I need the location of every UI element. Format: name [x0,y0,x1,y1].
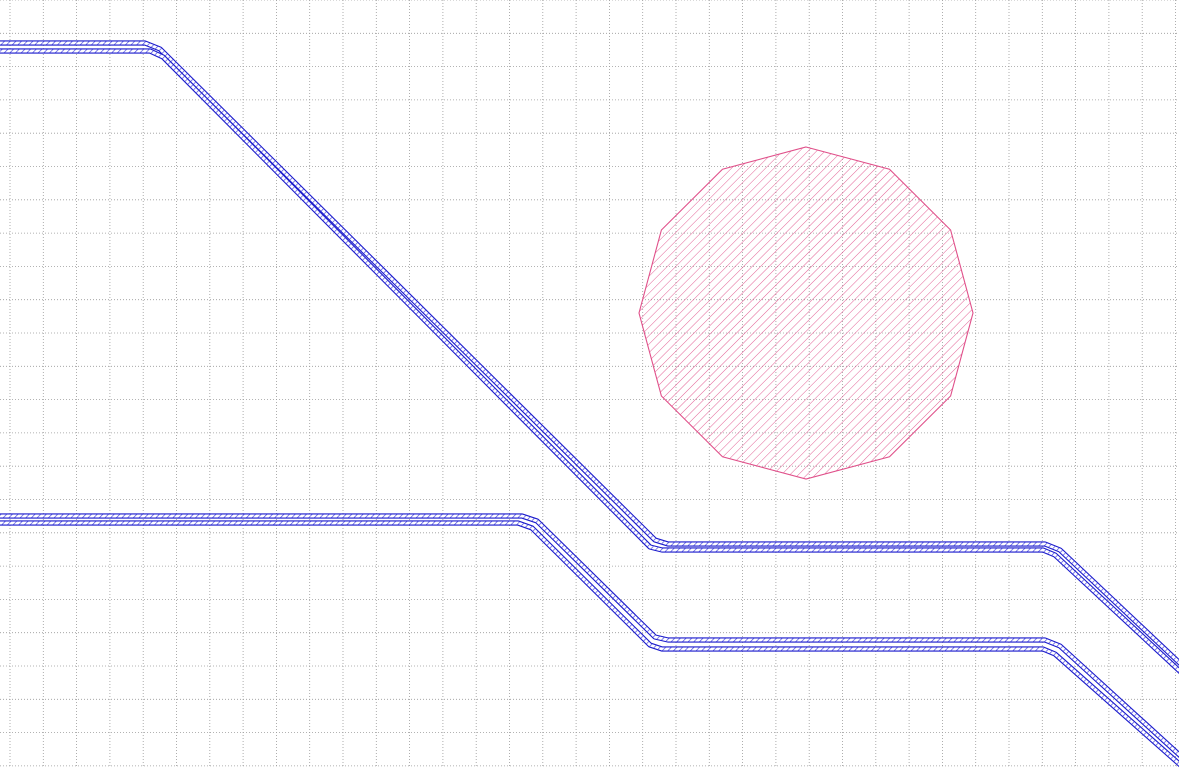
trace-1[interactable] [0,40,1179,676]
keepout-hatch-fill [639,147,973,479]
keepout-region[interactable] [638,146,974,480]
trace-conductor-hatch [0,41,1179,665]
keepout-outline[interactable] [638,146,974,480]
trace-layer [0,40,1179,768]
trace-conductor-hatch [0,49,1179,673]
trace-conductor-hatch [0,521,1179,766]
trace-2[interactable] [0,513,1179,768]
trace-conductor-hatch [0,514,1179,757]
